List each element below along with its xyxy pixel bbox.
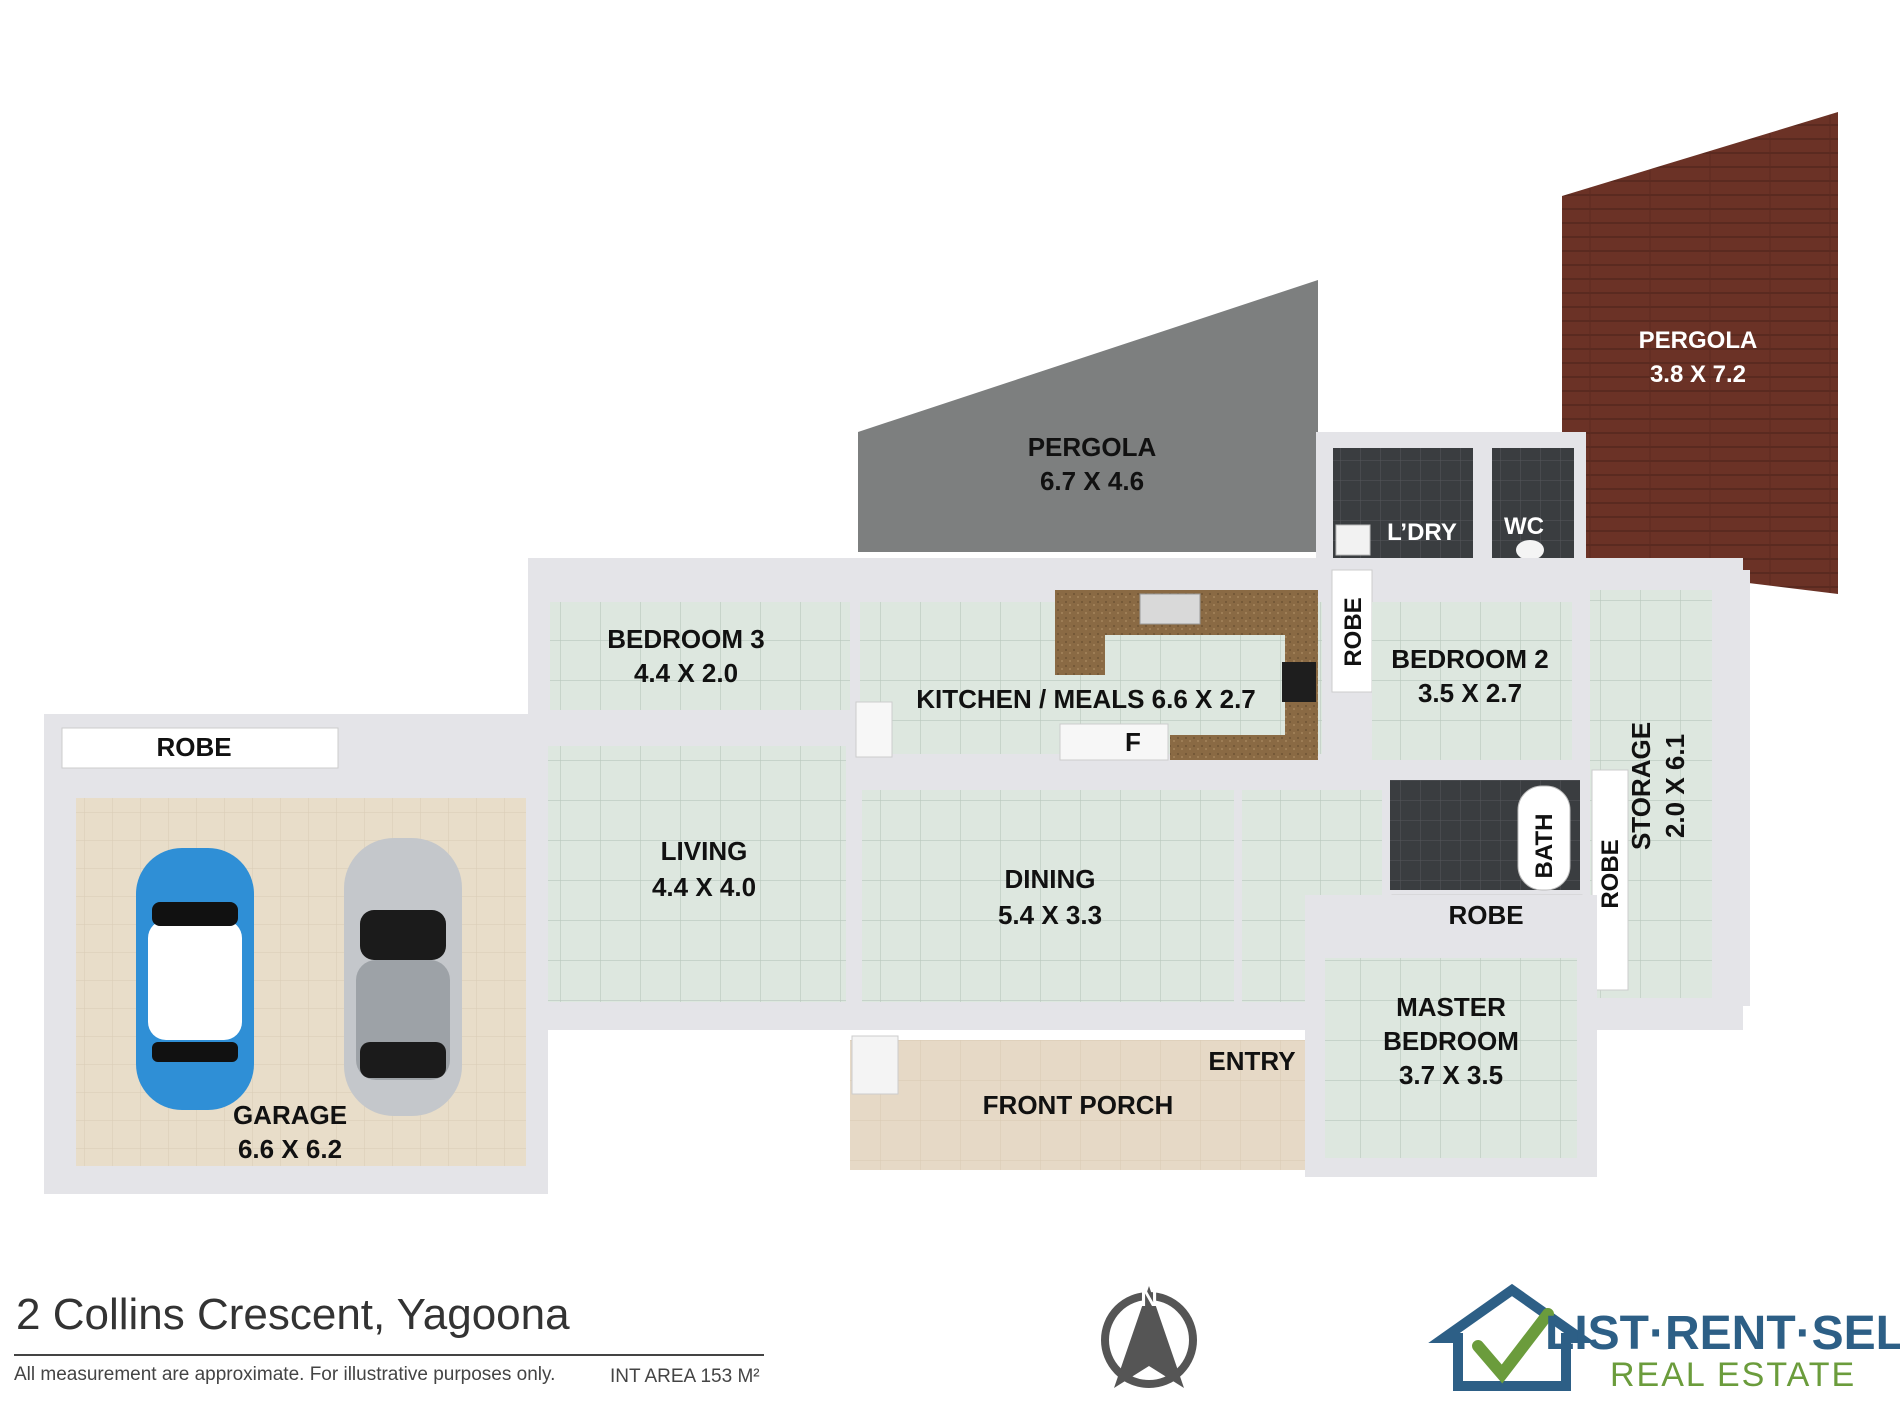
garage-dims: 6.6 X 6.2: [238, 1134, 342, 1164]
property-address: 2 Collins Crescent, Yagoona: [16, 1290, 570, 1339]
entry-label: ENTRY: [1208, 1046, 1295, 1076]
pergola-left-name: PERGOLA: [1028, 432, 1157, 462]
garage-name: GARAGE: [233, 1100, 347, 1130]
internal-area-text: INT AREA 153 M²: [610, 1366, 760, 1387]
robe-bed2-box: [1331, 569, 1373, 693]
master-dims: 3.7 X 3.5: [1399, 1060, 1503, 1090]
master-floor: [1325, 958, 1577, 1158]
car-blue: [136, 848, 254, 1110]
kitchen-cooktop: [1282, 662, 1316, 702]
storage-name: STORAGE: [1626, 722, 1656, 850]
robe-bed2-label: ROBE: [1340, 597, 1367, 666]
kitchen-island: [855, 701, 893, 758]
robe-garage-label: ROBE: [156, 732, 231, 762]
pergola-left-dims: 6.7 X 4.6: [1040, 466, 1144, 496]
storage-dims: 2.0 X 6.1: [1660, 734, 1690, 838]
footer-divider: [14, 1354, 764, 1356]
kitchen-bench: [1055, 590, 1318, 760]
laundry-tub: [1335, 524, 1371, 556]
kitchen-sink: [1139, 593, 1201, 625]
front-porch-floor: [850, 1040, 1305, 1170]
bedroom2-floor: [1372, 602, 1572, 760]
disclaimer-text: All measurement are approximate. For ill…: [14, 1364, 556, 1385]
wc-label: WC: [1504, 513, 1544, 540]
dining-name: DINING: [1005, 864, 1096, 894]
pergola-right-name: PERGOLA: [1639, 327, 1758, 354]
laundry-label: L’DRY: [1387, 519, 1457, 546]
compass-north-label: N: [1140, 1285, 1157, 1312]
wc-toilet: [1516, 540, 1544, 560]
logo-subtitle: REAL ESTATE: [1610, 1356, 1857, 1394]
logo-wordmark: LIST·RENT·SELL: [1545, 1307, 1900, 1360]
kitchen-label: KITCHEN / MEALS 6.6 X 2.7: [916, 684, 1256, 714]
porch-steps: [851, 1035, 899, 1095]
bath-label: BATH: [1531, 814, 1558, 879]
living-dims: 4.4 X 4.0: [652, 872, 756, 902]
bedroom3-floor: [550, 602, 850, 710]
front-porch-label: FRONT PORCH: [983, 1090, 1174, 1120]
fridge-unit: [1059, 723, 1169, 761]
dining-dims: 5.4 X 3.3: [998, 900, 1102, 930]
bedroom3-dims: 4.4 X 2.0: [634, 658, 738, 688]
robe-garage-box: [61, 727, 339, 769]
robe-storage-box: [1591, 769, 1629, 991]
dining-floor: [862, 790, 1234, 1002]
wc-floor: [1492, 448, 1574, 558]
logo-house-icon: [1428, 1283, 1596, 1391]
master-name-line1: MASTER: [1396, 992, 1506, 1022]
robe-storage-label: ROBE: [1597, 839, 1624, 908]
bedroom2-name: BEDROOM 2: [1391, 644, 1548, 674]
living-floor: [546, 746, 846, 1002]
bath-tub: [1517, 785, 1571, 891]
compass-icon: N: [1101, 1285, 1197, 1388]
pergola-right-area: [1562, 112, 1838, 594]
living-name: LIVING: [661, 836, 748, 866]
fridge-label: F: [1125, 727, 1141, 757]
car-silver: [344, 838, 462, 1116]
master-name-line2: BEDROOM: [1383, 1026, 1519, 1056]
bedroom3-name: BEDROOM 3: [607, 624, 764, 654]
robe-master-label: ROBE: [1448, 900, 1523, 930]
pergola-right-dims: 3.8 X 7.2: [1650, 361, 1746, 388]
bedroom2-dims: 3.5 X 2.7: [1418, 678, 1522, 708]
pergola-left-area: [858, 280, 1318, 552]
